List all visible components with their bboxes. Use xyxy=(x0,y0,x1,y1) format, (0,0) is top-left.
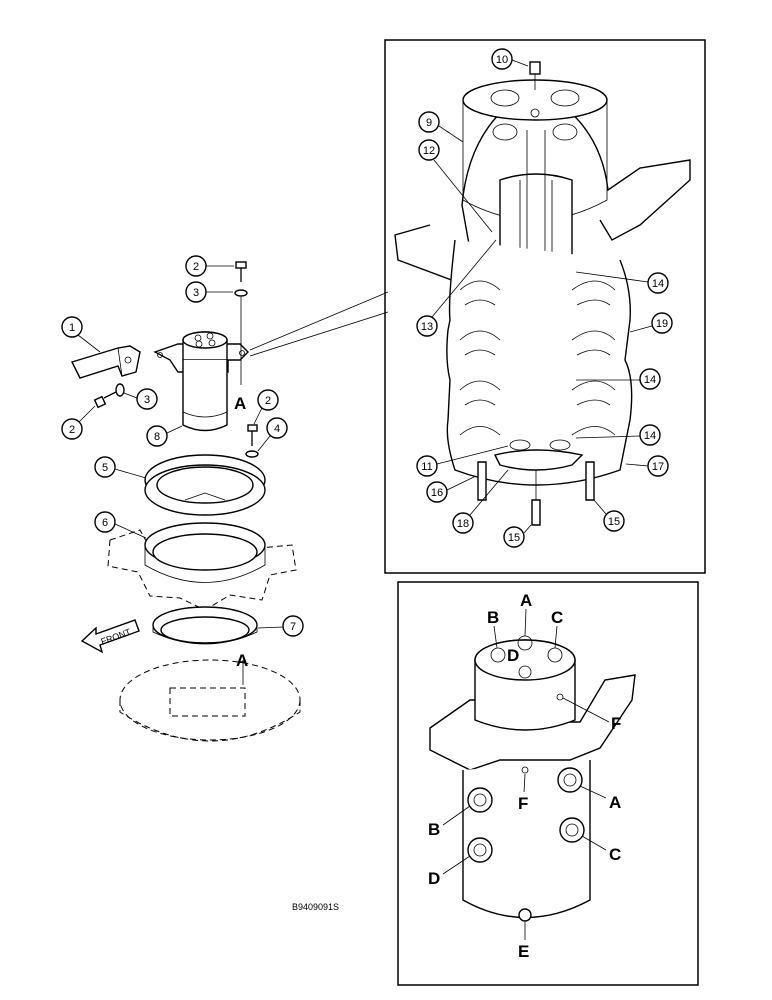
left-assembly: FRONT xyxy=(71,261,389,742)
callout-12-text: 12 xyxy=(423,145,435,157)
callout-15-right-text: 15 xyxy=(608,516,620,528)
bolt-2-right xyxy=(247,424,258,446)
callout-9-text: 9 xyxy=(426,117,432,129)
callout-18 xyxy=(452,512,474,534)
swivel-body-small xyxy=(153,331,249,432)
callout-1-text: 1 xyxy=(69,322,75,334)
projection-line-upper xyxy=(249,291,389,351)
drawing-code: B9409091S xyxy=(292,902,339,912)
bolt-part-15-right xyxy=(585,461,595,501)
callout-14-middle-text: 14 xyxy=(644,374,656,386)
callout-2-left xyxy=(61,418,83,440)
callout-2-top-text: 2 xyxy=(193,261,199,273)
callout-6-text: 6 xyxy=(102,517,108,529)
exploded-section-view xyxy=(384,39,706,574)
callout-4-text: 4 xyxy=(274,423,280,435)
callout-13 xyxy=(416,315,438,337)
port-label-side-f: F xyxy=(518,794,528,813)
callout-15-bottom xyxy=(503,526,525,548)
port-label-top-d: D xyxy=(507,646,519,665)
callout-3-top-text: 3 xyxy=(193,287,199,299)
port-view-frame xyxy=(397,581,699,986)
bolt-part-16 xyxy=(477,461,487,501)
callout-10-text: 10 xyxy=(496,54,508,66)
callout-11-text: 11 xyxy=(421,461,432,473)
callout-1 xyxy=(61,316,83,338)
callout-8 xyxy=(146,425,168,447)
washer-3-left xyxy=(115,383,125,397)
seal-part-6 xyxy=(107,522,297,611)
callout-19-text: 19 xyxy=(656,318,668,330)
bolt-2-left xyxy=(93,391,117,409)
callout-16-text: 16 xyxy=(431,487,443,499)
washer-3-top xyxy=(234,289,248,297)
washer-4 xyxy=(245,450,259,458)
port-layout-view xyxy=(397,581,699,986)
callout-2-left-text: 2 xyxy=(69,424,75,436)
callouts: 1 2 3 3 2 2 4 8 5 6 xyxy=(61,48,673,637)
port-label-side-d: D xyxy=(428,869,440,888)
bolt-part-15-bottom xyxy=(531,499,541,526)
ring-part-7 xyxy=(152,606,258,645)
callout-19 xyxy=(651,312,673,334)
turntable-reference-a: A xyxy=(236,651,248,670)
callout-18-text: 18 xyxy=(457,518,469,530)
callout-8-text: 8 xyxy=(154,431,160,443)
callout-2-right xyxy=(257,389,279,411)
ring-part-5 xyxy=(144,454,266,516)
callout-10 xyxy=(491,48,513,70)
callout-14-lower-text: 14 xyxy=(644,430,656,442)
callout-7 xyxy=(282,615,304,637)
projection-line-lower xyxy=(249,311,389,357)
plug-part-10 xyxy=(529,61,541,75)
callout-2-right-text: 2 xyxy=(265,395,271,407)
port-label-top-a: A xyxy=(520,591,532,610)
turntable-plate xyxy=(119,659,301,742)
callout-4 xyxy=(266,417,288,439)
callout-14-lower xyxy=(639,424,661,446)
bolt-2-top xyxy=(235,261,247,282)
port-label-side-b: B xyxy=(428,820,440,839)
callout-14-middle xyxy=(639,368,661,390)
front-direction-arrow: FRONT xyxy=(80,619,140,654)
lever-part xyxy=(71,345,141,379)
callout-6 xyxy=(94,511,116,533)
port-label-top-f: F xyxy=(611,714,621,733)
callout-5 xyxy=(94,456,116,478)
port-label-top-c: C xyxy=(551,608,563,627)
callout-9 xyxy=(418,111,440,133)
port-label-top-b: B xyxy=(487,608,499,627)
port-label-bottom-e: E xyxy=(518,942,529,961)
callout-13-text: 13 xyxy=(421,321,433,333)
callout-17-text: 17 xyxy=(652,461,664,473)
callout-3-left xyxy=(136,388,158,410)
callout-7-text: 7 xyxy=(290,621,296,633)
callout-11 xyxy=(416,455,438,477)
callout-16 xyxy=(426,481,448,503)
mount-reference-a: A xyxy=(234,394,246,413)
callout-15-bottom-text: 15 xyxy=(508,532,520,544)
port-labels: A B C D F F A B C D E xyxy=(428,591,621,961)
section-view-frame xyxy=(384,39,706,574)
callout-5-text: 5 xyxy=(102,462,108,474)
port-label-side-a: A xyxy=(609,793,621,812)
callout-14-upper xyxy=(647,272,669,294)
callout-3-left-text: 3 xyxy=(144,394,150,406)
port-label-side-c: C xyxy=(609,845,621,864)
callout-15-right xyxy=(603,510,625,532)
callout-12 xyxy=(418,139,440,161)
callout-14-upper-text: 14 xyxy=(652,278,664,290)
